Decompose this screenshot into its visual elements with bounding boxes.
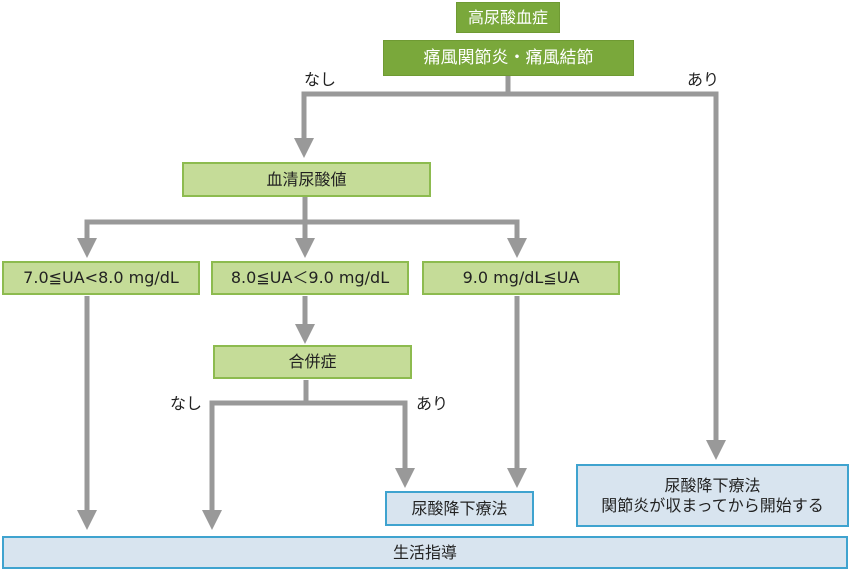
connector-comp-yes bbox=[306, 400, 415, 488]
connector-serum-low bbox=[77, 219, 305, 258]
therapy-after-line2: 関節炎が収まってから開始する bbox=[601, 495, 824, 515]
range-high-node: 9.0 mg/dL≦UA bbox=[422, 261, 620, 295]
range-mid-node: 8.0≦UA＜9.0 mg/dL bbox=[211, 261, 409, 295]
range-low-node: 7.0≦UA<8.0 mg/dL bbox=[2, 261, 200, 295]
therapy-after-line1: 尿酸降下療法 bbox=[664, 475, 761, 495]
complication-node: 合併症 bbox=[213, 345, 412, 379]
connector-gout-yes bbox=[508, 91, 726, 460]
urate-lowering-therapy-node: 尿酸降下療法 bbox=[385, 491, 534, 526]
lifestyle-guidance-node: 生活指導 bbox=[2, 536, 848, 569]
serum-uric-acid-node: 血清尿酸値 bbox=[182, 162, 431, 197]
complication-no-label: なし bbox=[170, 394, 203, 413]
gout-arthritis-node: 痛風関節炎・痛風結節 bbox=[383, 40, 634, 76]
urate-lowering-therapy-after-arthritis-node: 尿酸降下療法 関節炎が収まってから開始する bbox=[576, 464, 849, 527]
gout-yes-label: あり bbox=[687, 70, 720, 89]
gout-no-label: なし bbox=[304, 70, 337, 89]
connector-serum-high bbox=[305, 219, 527, 258]
complication-yes-label: あり bbox=[416, 394, 449, 413]
hyperuricemia-node: 高尿酸血症 bbox=[456, 2, 560, 33]
connector-comp-no bbox=[202, 400, 306, 530]
connector-gout-no bbox=[294, 91, 508, 158]
